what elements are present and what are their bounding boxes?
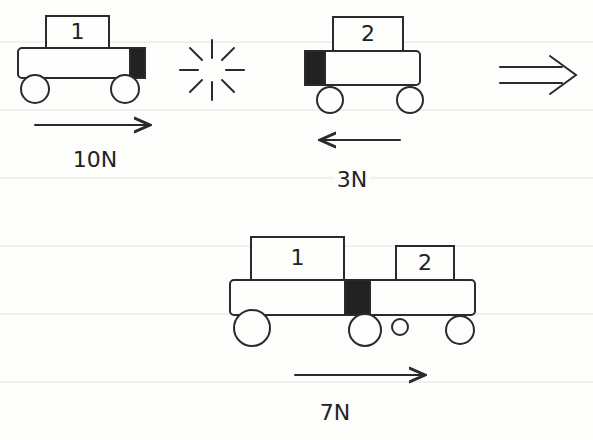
cart-number: 2: [361, 22, 375, 46]
wheel: [21, 75, 49, 103]
cab-box: 2: [332, 16, 404, 52]
implies-arrow: [500, 56, 576, 94]
paper-lines: [0, 42, 593, 382]
cart-body: [305, 51, 420, 85]
force-arrow: [35, 124, 150, 126]
force-value: 10N: [70, 148, 120, 172]
wheel: [397, 87, 423, 113]
force-arrow: [320, 139, 400, 141]
cart-body: [230, 280, 475, 315]
force-arrow: [295, 374, 425, 376]
cab-box: 1: [45, 15, 110, 49]
bumper: [345, 280, 370, 315]
cart-number: 1: [291, 246, 305, 270]
collision-star: [180, 40, 244, 100]
wheel: [111, 75, 139, 103]
force-value: 3N: [334, 168, 370, 192]
cart-body: [18, 48, 145, 78]
cab-box: 2: [395, 245, 455, 281]
wheel: [392, 319, 408, 335]
cart-number: 1: [71, 20, 85, 44]
force-value: 7N: [317, 401, 353, 425]
wheel: [446, 316, 474, 344]
wheel: [234, 310, 270, 346]
wheel: [349, 314, 381, 346]
bumper: [305, 51, 325, 85]
cab-box: 1: [250, 236, 345, 281]
bumper: [130, 48, 145, 78]
wheel: [317, 87, 343, 113]
cart-number: 2: [418, 251, 432, 275]
